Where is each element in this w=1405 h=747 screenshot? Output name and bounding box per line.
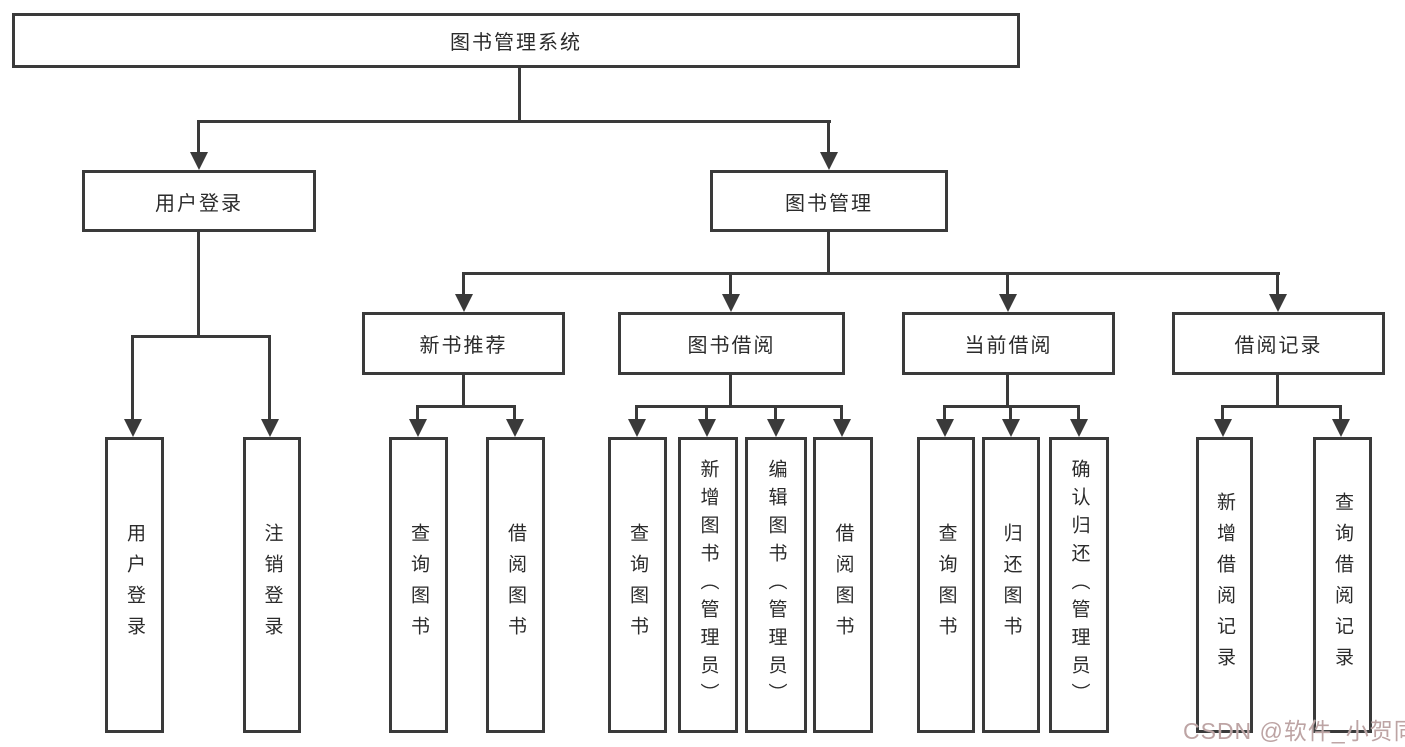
node-current-borrow: 当前借阅 (902, 312, 1115, 375)
leaf-query-book-2-label: 查询图书 (627, 523, 648, 647)
leaf-borrow-book-2: 借阅图书 (813, 437, 873, 733)
leaf-confirm-return-label: 确认归还（管理员） (1068, 459, 1090, 711)
arrow-to-current-borrow-icon (1006, 272, 1009, 294)
node-user-login: 用户登录 (82, 170, 316, 232)
connector-groupB-rail (636, 405, 843, 408)
leaf-query-book-3-label: 查询图书 (935, 523, 957, 647)
connector-groupB-stem (729, 375, 732, 405)
node-user-login-label: 用户登录 (155, 192, 243, 215)
leaf-confirm-return: 确认归还（管理员） (1049, 437, 1109, 733)
leaf-add-book-label: 新增图书（管理员） (697, 459, 719, 711)
arrow-to-new-book-rec-icon (462, 272, 465, 294)
node-borrow-record: 借阅记录 (1172, 312, 1385, 375)
arrow-groupC-1-icon (943, 405, 946, 419)
leaf-return-book-label: 归还图书 (1000, 523, 1022, 647)
leaf-borrow-book-1: 借阅图书 (486, 437, 545, 733)
leaf-query-book-1: 查询图书 (389, 437, 448, 733)
connector-groupC-rail (944, 405, 1080, 408)
node-book-mgmt-label: 图书管理 (785, 192, 873, 215)
arrow-groupC-3-icon (1077, 405, 1080, 419)
leaf-add-book: 新增图书（管理员） (678, 437, 738, 733)
node-book-mgmt: 图书管理 (710, 170, 948, 232)
arrow-groupD-2-icon (1339, 405, 1342, 419)
leaf-logout-label: 注销登录 (261, 523, 283, 647)
arrow-to-book-borrow-icon (729, 272, 732, 294)
node-new-book-rec: 新书推荐 (362, 312, 565, 375)
connector-groupA-rail (417, 405, 516, 408)
leaf-add-record: 新增借阅记录 (1196, 437, 1253, 733)
arrow-groupA-1-icon (416, 405, 419, 419)
connector-level2-rail (463, 272, 1280, 275)
connector-groupC-stem (1006, 375, 1009, 405)
arrow-to-user-login-icon (197, 120, 200, 152)
arrow-groupB-3-icon (774, 405, 777, 419)
leaf-return-book: 归还图书 (982, 437, 1040, 733)
leaf-query-record-label: 查询借阅记录 (1332, 492, 1353, 678)
connector-groupD-stem (1276, 375, 1279, 405)
node-book-borrow: 图书借阅 (618, 312, 845, 375)
connector-book-mgmt-stem (827, 232, 830, 272)
arrow-groupB-2-icon (705, 405, 708, 419)
arrow-to-borrow-record-icon (1276, 272, 1279, 294)
connector-root-stem (518, 68, 521, 120)
node-borrow-record-label: 借阅记录 (1234, 335, 1323, 357)
leaf-user-login-label: 用户登录 (124, 523, 145, 647)
leaf-borrow-book-2-label: 借阅图书 (832, 523, 854, 647)
node-root-label: 图书管理系统 (450, 32, 582, 54)
leaf-edit-book: 编辑图书（管理员） (745, 437, 807, 733)
node-current-borrow-label: 当前借阅 (964, 335, 1053, 357)
leaf-query-book-2: 查询图书 (608, 437, 667, 733)
connector-user-login-rail (132, 335, 271, 338)
leaf-query-book-3: 查询图书 (917, 437, 975, 733)
connector-user-login-stem (197, 232, 200, 335)
leaf-user-login: 用户登录 (105, 437, 164, 733)
arrow-groupB-4-icon (840, 405, 843, 419)
leaf-query-book-1-label: 查询图书 (408, 523, 429, 647)
connector-groupA-stem (462, 375, 465, 405)
leaf-borrow-book-1-label: 借阅图书 (505, 523, 526, 647)
arrow-to-leaf-logout-icon (268, 335, 271, 419)
node-root: 图书管理系统 (12, 13, 1020, 68)
arrow-groupB-1-icon (635, 405, 638, 419)
leaf-logout: 注销登录 (243, 437, 301, 733)
arrow-groupC-2-icon (1009, 405, 1012, 419)
connector-level1-rail (198, 120, 831, 123)
node-new-book-rec-label: 新书推荐 (419, 335, 508, 357)
node-book-borrow-label: 图书借阅 (687, 335, 776, 357)
leaf-query-record: 查询借阅记录 (1313, 437, 1372, 733)
connector-groupD-rail (1222, 405, 1342, 408)
arrow-groupD-1-icon (1221, 405, 1224, 419)
leaf-add-record-label: 新增借阅记录 (1214, 492, 1235, 678)
arrow-groupA-2-icon (513, 405, 516, 419)
arrow-to-leaf-user-login-icon (131, 335, 134, 419)
leaf-edit-book-label: 编辑图书（管理员） (765, 459, 787, 711)
arrow-to-book-mgmt-icon (827, 120, 830, 152)
csdn-watermark: CSDN @软件_小贺同学 (1183, 718, 1405, 744)
